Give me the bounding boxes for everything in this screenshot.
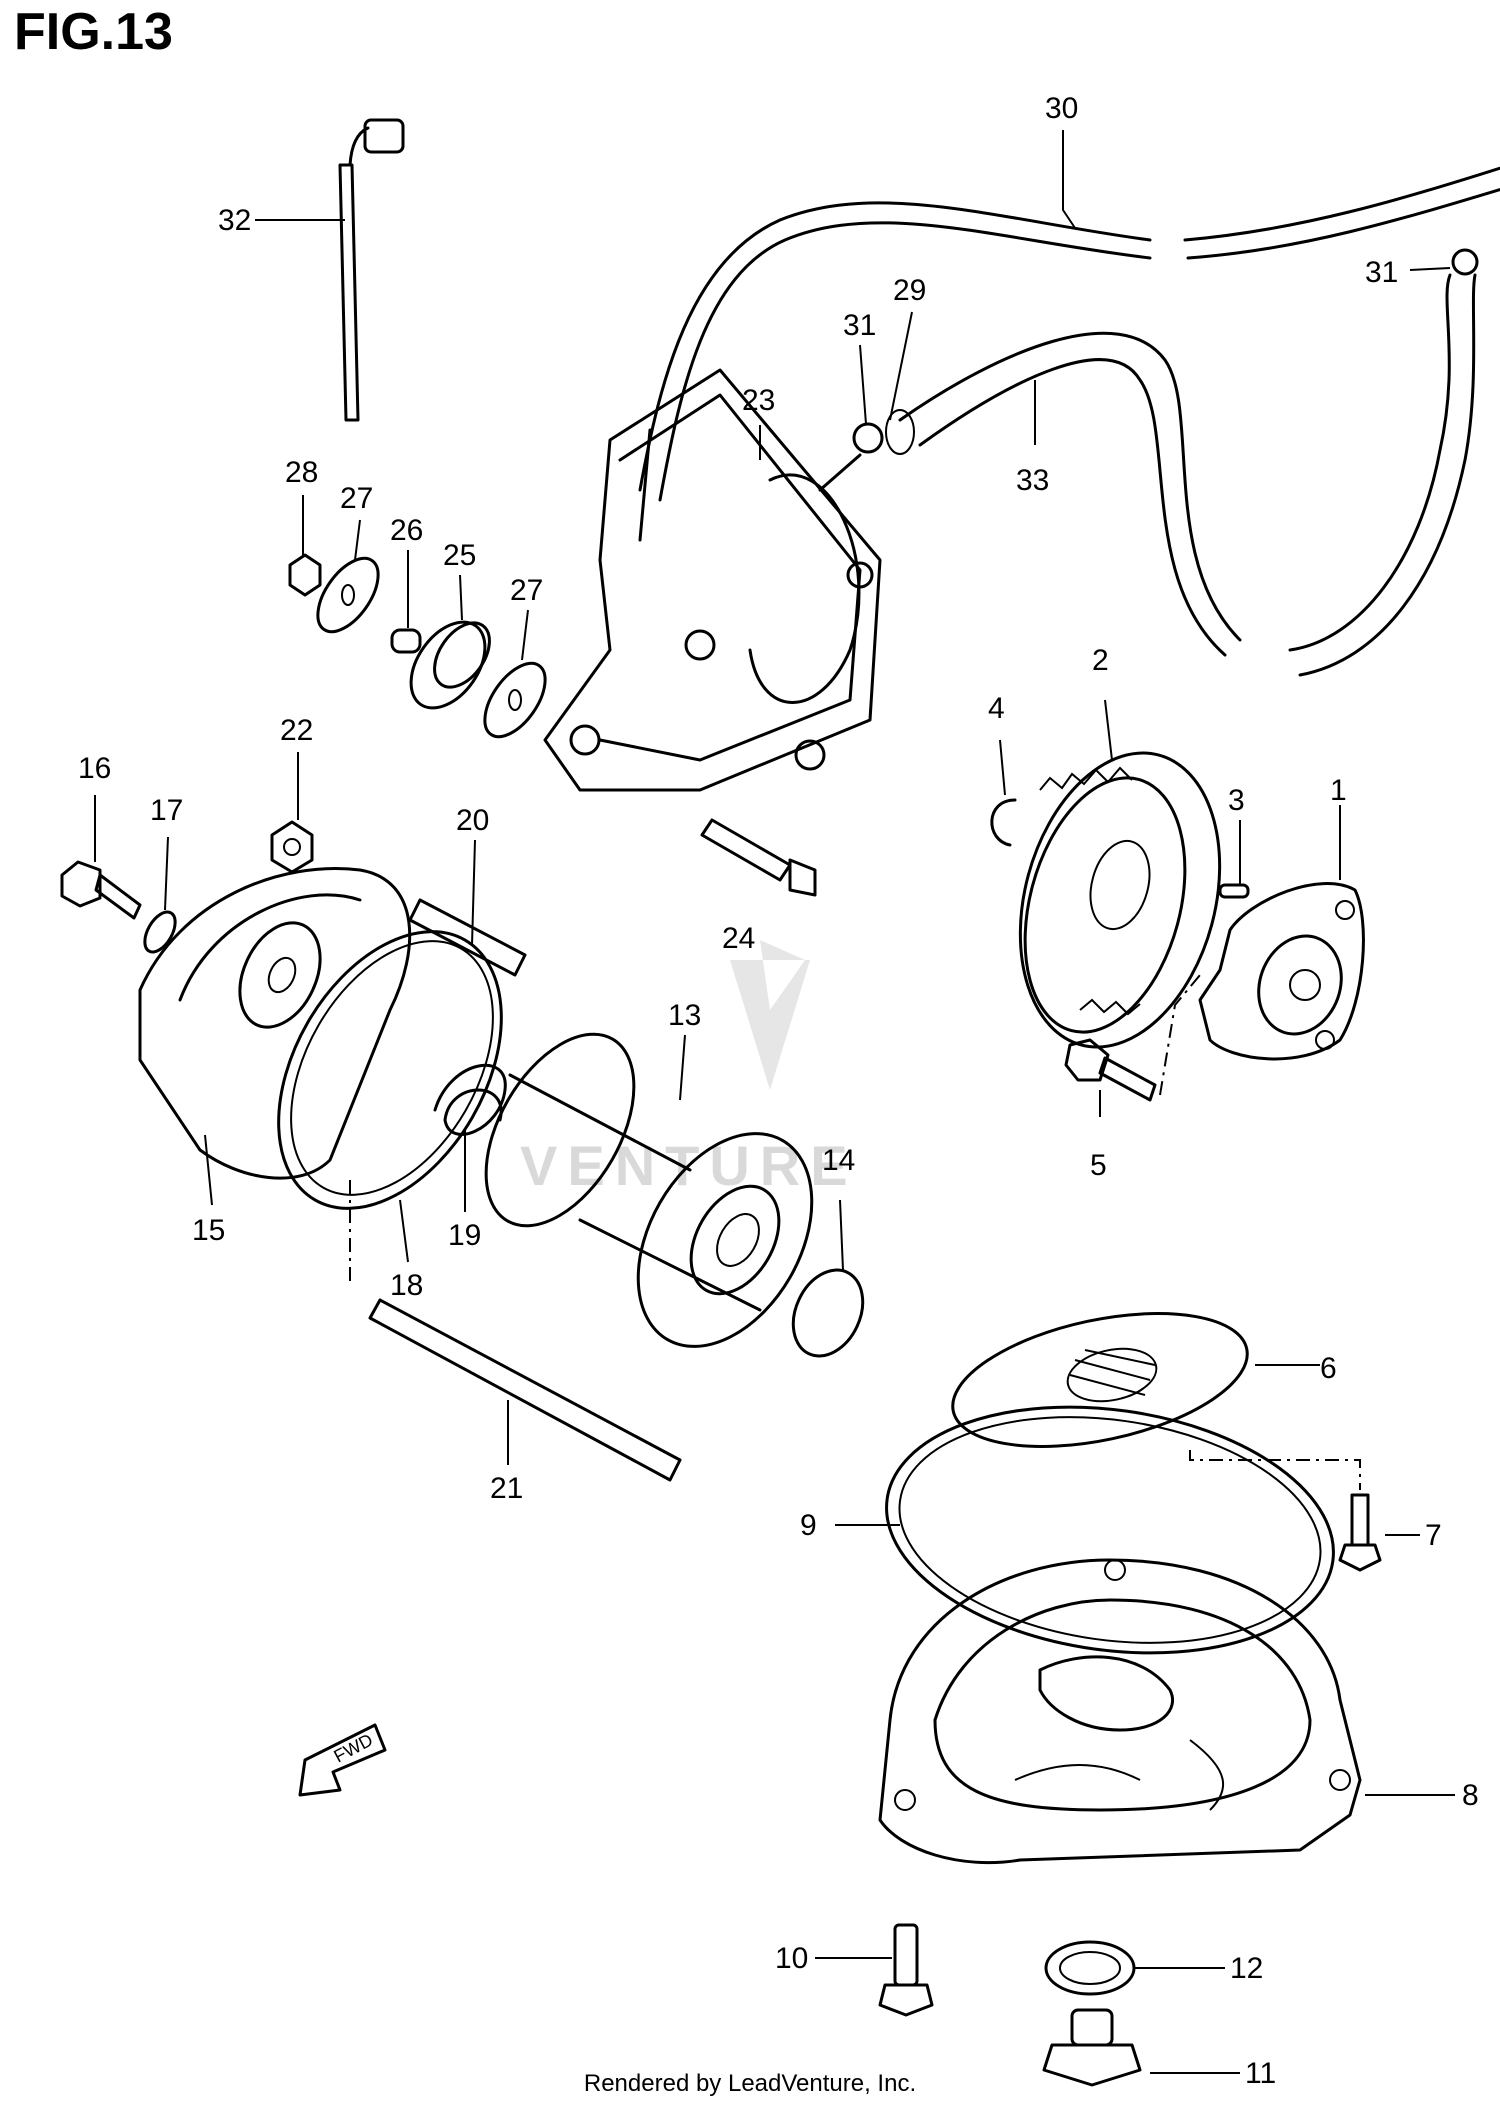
callout-28: 28 (285, 456, 318, 489)
callout-9: 9 (800, 1509, 817, 1542)
part-8-oil-pan[interactable] (878, 1558, 1362, 1865)
part-25-grommet[interactable] (396, 608, 501, 721)
part-3-pin[interactable] (1218, 883, 1250, 899)
callout-2: 2 (1092, 644, 1109, 677)
part-14-o-ring[interactable] (780, 1259, 876, 1368)
part-11-drain-plug[interactable] (1042, 2008, 1142, 2087)
part-27-washer-2[interactable] (473, 653, 557, 747)
alignment-line-7 (1189, 1450, 1361, 1490)
callout-23: 23 (742, 384, 775, 417)
callout-8: 8 (1462, 1779, 1479, 1812)
part-6-strainer[interactable] (941, 1290, 1259, 1470)
part-27-washer[interactable] (306, 548, 390, 642)
callout-31b: 31 (1365, 256, 1398, 289)
part-33-hose[interactable] (885, 273, 1477, 677)
part-28-nut[interactable] (288, 553, 322, 597)
callout-31a: 31 (843, 309, 876, 342)
callout-10: 10 (775, 1942, 808, 1975)
part-22-nut[interactable] (270, 820, 314, 874)
part-2-gear[interactable] (989, 731, 1250, 1070)
part-5-bolt[interactable] (1064, 1038, 1157, 1102)
part-10-bolt[interactable] (878, 1923, 934, 2017)
part-13-oil-filter[interactable] (456, 1009, 848, 1377)
callout-22: 22 (280, 714, 313, 747)
part-19-spring[interactable] (433, 1063, 507, 1136)
callout-27b: 27 (510, 574, 543, 607)
callout-19: 19 (448, 1219, 481, 1252)
callout-13: 13 (668, 999, 701, 1032)
part-12-washer[interactable] (1044, 1940, 1136, 1996)
fwd-direction-arrow: FWD (298, 1723, 387, 1797)
callout-33: 33 (1016, 464, 1049, 497)
part-16-bolt[interactable] (60, 860, 142, 920)
callout-1: 1 (1330, 774, 1347, 807)
watermark: VENTURE (520, 940, 848, 1197)
callouts: 1 2 3 4 5 6 7 8 9 10 11 12 13 14 15 16 1… (78, 92, 1479, 2090)
callout-21: 21 (490, 1472, 523, 1505)
callout-25: 25 (443, 539, 476, 572)
callout-12: 12 (1230, 1952, 1263, 1985)
callout-20: 20 (456, 804, 489, 837)
alignment-line-5 (1159, 974, 1201, 1096)
callout-26: 26 (390, 514, 423, 547)
part-26-spacer[interactable] (390, 628, 422, 654)
part-17-washer[interactable] (139, 907, 182, 957)
figure-title: FIG.13 (14, 3, 173, 61)
callout-27a: 27 (340, 482, 373, 515)
callout-6: 6 (1320, 1352, 1337, 1385)
part-1-oil-pump[interactable] (1198, 882, 1365, 1061)
part-24-bolt[interactable] (700, 818, 817, 897)
part-7-bolt[interactable] (1338, 1493, 1382, 1572)
part-23-fuel-pump[interactable] (543, 368, 882, 792)
callout-29: 29 (893, 274, 926, 307)
callout-18: 18 (390, 1269, 423, 1302)
callout-5: 5 (1090, 1149, 1107, 1182)
callout-7: 7 (1425, 1519, 1442, 1552)
part-4-circlip[interactable] (990, 798, 1017, 847)
part-30-hose[interactable] (638, 165, 1500, 502)
leader-lines (94, 130, 1455, 2074)
callout-11: 11 (1245, 2057, 1276, 2090)
callout-24: 24 (722, 922, 755, 955)
part-32-cable-tie[interactable] (338, 118, 405, 422)
callout-15: 15 (192, 1214, 225, 1247)
part-21-long-stud[interactable] (368, 1298, 682, 1482)
callout-14: 14 (822, 1144, 855, 1177)
callout-17: 17 (150, 794, 183, 827)
part-9-gasket[interactable] (870, 1380, 1349, 1680)
callout-3: 3 (1228, 784, 1245, 817)
callout-4: 4 (988, 692, 1005, 725)
watermark-logo (730, 940, 810, 1090)
footer-credit: Rendered by LeadVenture, Inc. (583, 2070, 917, 2097)
callout-16: 16 (78, 752, 111, 785)
part-20-stud[interactable] (408, 898, 527, 977)
callout-32: 32 (218, 204, 251, 237)
part-15-filter-housing[interactable] (138, 867, 412, 1180)
part-31-clamp[interactable] (852, 248, 1479, 454)
part-18-o-ring[interactable] (233, 893, 548, 1248)
callout-30: 30 (1045, 92, 1078, 125)
